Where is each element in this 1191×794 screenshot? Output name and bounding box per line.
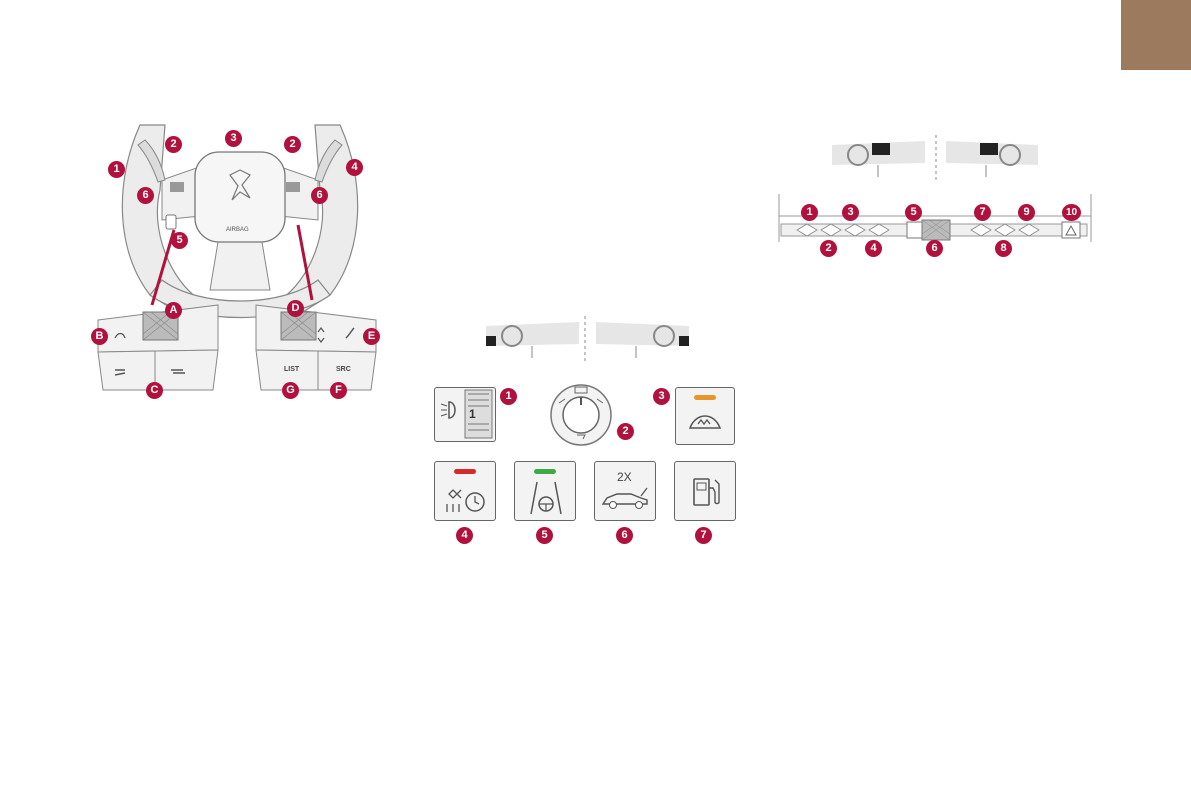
preconditioning-timer-icon[interactable] (434, 461, 496, 521)
console-callout-3: 3 (653, 388, 670, 405)
callout-2-right: 2 (284, 136, 301, 153)
strip-callout-10: 10 (1062, 204, 1081, 221)
console-callout-7: 7 (695, 527, 712, 544)
callout-F: F (330, 382, 347, 399)
callout-B: B (91, 328, 108, 345)
lane-departure-icon[interactable] (514, 461, 576, 521)
double-press-label: 2X (617, 470, 632, 484)
dashboard-lhd-rhd-right (830, 133, 1040, 183)
callout-G: G (282, 382, 299, 399)
callout-2-left: 2 (165, 136, 182, 153)
console-callout-1: 1 (500, 388, 517, 405)
callout-E: E (363, 328, 380, 345)
switch-strip-panel (777, 192, 1093, 244)
console-callout-6: 6 (616, 527, 633, 544)
src-button-label[interactable]: SRC (336, 366, 351, 373)
strip-callout-5: 5 (905, 204, 922, 221)
windscreen-demist-icon[interactable] (675, 387, 735, 445)
chapter-tab-marker (1121, 0, 1191, 70)
fuel-filler-icon[interactable] (674, 461, 736, 521)
strip-callout-3: 3 (842, 204, 859, 221)
right-control-module (246, 300, 381, 395)
svg-text:1: 1 (469, 407, 476, 421)
airbag-label: AIRBAG (226, 227, 249, 233)
callout-3: 3 (225, 130, 242, 147)
console-callout-2: 2 (617, 423, 634, 440)
strip-callout-4: 4 (865, 240, 882, 257)
callout-C: C (146, 382, 163, 399)
callout-A: A (165, 302, 182, 319)
strip-callout-2: 2 (820, 240, 837, 257)
rotary-control-icon[interactable] (549, 383, 613, 447)
left-control-module (93, 300, 228, 395)
strip-callout-1: 1 (801, 204, 818, 221)
strip-callout-7: 7 (974, 204, 991, 221)
green-indicator-lamp (534, 469, 556, 474)
strip-callout-6: 6 (926, 240, 943, 257)
callout-4: 4 (346, 159, 363, 176)
headlamp-beam-adjust-icon[interactable]: 1 (434, 387, 496, 442)
dashboard-lhd-rhd-middle (484, 314, 694, 364)
console-callout-4: 4 (456, 527, 473, 544)
callout-1: 1 (108, 161, 125, 178)
list-button-label[interactable]: LIST (284, 366, 299, 373)
console-callout-5: 5 (536, 527, 553, 544)
strip-callout-8: 8 (995, 240, 1012, 257)
callout-D: D (287, 300, 304, 317)
red-indicator-lamp (454, 469, 476, 474)
callout-6-left: 6 (137, 187, 154, 204)
callout-6-right: 6 (311, 187, 328, 204)
rear-hatch-double-press-icon[interactable]: 2X (594, 461, 656, 521)
callout-5: 5 (171, 232, 188, 249)
strip-callout-9: 9 (1018, 204, 1035, 221)
orange-indicator-lamp (694, 395, 716, 400)
